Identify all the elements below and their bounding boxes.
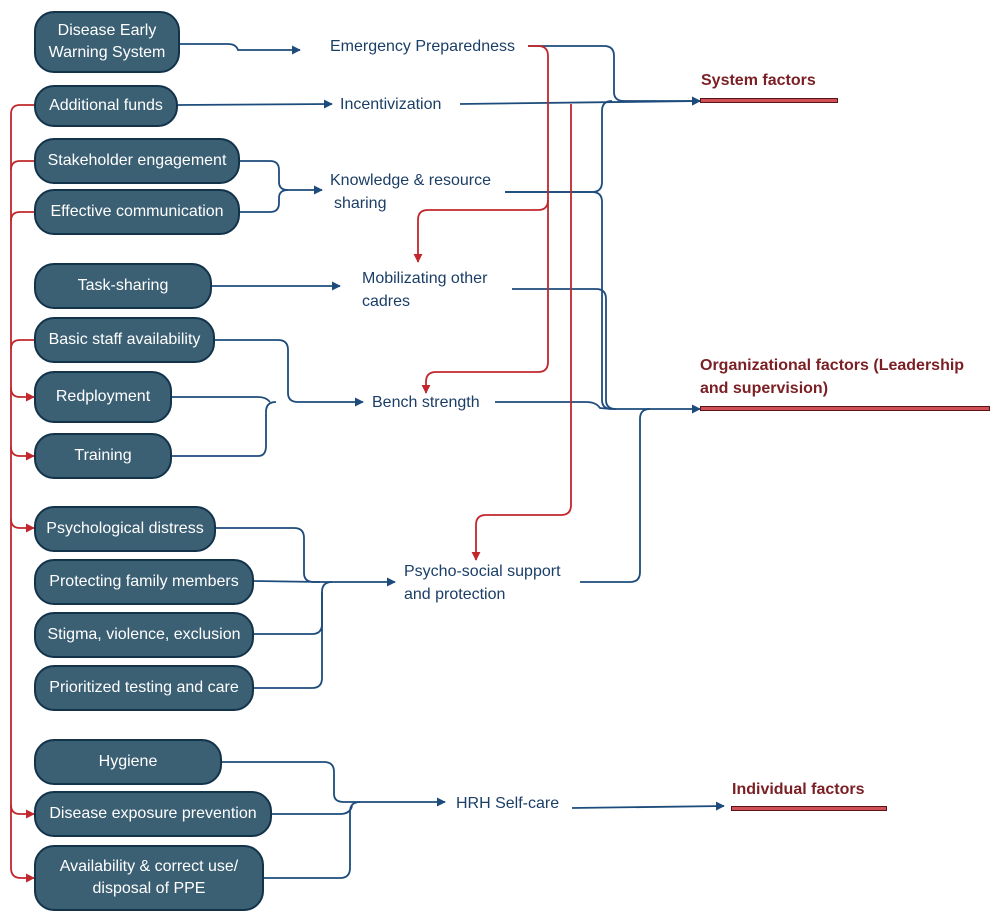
strategy-psychosocial-line1: Psycho-social support <box>404 563 561 580</box>
arrow-selfcare-to-individual <box>571 801 725 811</box>
arrow-incentivization-to-system <box>459 96 701 106</box>
input-disease-early-warning: Disease Early Warning System <box>34 11 180 73</box>
arrow-exposure-to-selfcare <box>272 805 353 815</box>
red-spine-left <box>10 104 35 883</box>
strategy-incentivization: Incentivization <box>340 96 442 113</box>
input-redeployment: Redployment <box>34 371 172 423</box>
strategy-knowledge-sharing-line1: Knowledge & resource <box>330 172 491 189</box>
arrow-training-to-bench <box>172 401 277 457</box>
arrow-knowledge-to-organizational <box>505 191 701 414</box>
arrow-early-warning-to-emergency <box>180 43 301 55</box>
red-branch-exposure <box>10 804 35 819</box>
arrow-staff-to-bench <box>215 339 364 407</box>
strategy-emergency-preparedness: Emergency Preparedness <box>330 38 515 55</box>
factor-system-bar <box>700 98 838 103</box>
factor-organizational-bar <box>700 406 990 411</box>
input-disease-exposure: Disease exposure prevention <box>34 791 272 837</box>
strategy-mobilizing-line1: Mobilizating other <box>362 270 488 287</box>
arrow-emergency-to-system <box>528 45 701 106</box>
red-branch-training <box>10 446 35 461</box>
input-task-sharing: Task-sharing <box>34 263 212 309</box>
arrow-ppe-to-selfcare <box>264 801 361 879</box>
arrow-knowledge-to-system <box>505 100 613 193</box>
input-basic-staff-availability: Basic staff availability <box>34 317 215 363</box>
factor-system: System factors <box>701 72 816 89</box>
factor-individual-bar <box>731 806 887 811</box>
arrow-funds-to-incentivization <box>177 99 333 109</box>
arrow-psychosocial-to-organizational <box>580 408 651 583</box>
red-emergency-to-bench <box>421 200 549 394</box>
input-hygiene: Hygiene <box>34 739 222 785</box>
input-ppe: Availability & correct use/ disposal of … <box>34 845 264 911</box>
red-branch-communication <box>10 211 34 222</box>
arrow-testing-to-psychosocial <box>254 592 323 689</box>
input-additional-funds: Additional funds <box>34 85 178 127</box>
input-stigma: Stigma, violence, exclusion <box>34 612 254 658</box>
arrow-redeployment-to-bench <box>172 396 271 403</box>
strategy-psychosocial-line2: and protection <box>404 586 506 603</box>
input-effective-communication: Effective communication <box>34 189 240 235</box>
arrow-bench-to-organizational <box>495 401 613 410</box>
strategy-hrh-selfcare: HRH Self-care <box>456 795 560 812</box>
input-stakeholder-engagement: Stakeholder engagement <box>34 138 240 184</box>
red-branch-redeployment <box>10 387 35 402</box>
strategy-knowledge-sharing-line2: sharing <box>334 195 387 212</box>
input-training: Training <box>34 433 172 479</box>
input-protecting-family: Protecting family members <box>34 559 254 605</box>
input-psychological-distress: Psychological distress <box>34 506 216 552</box>
red-emergency-to-mobilizing <box>413 45 549 263</box>
arrow-stakeholder-to-knowledge <box>240 160 323 195</box>
red-incentivization-to-psychosocial <box>471 104 572 561</box>
red-branch-staff <box>10 339 34 350</box>
factor-individual: Individual factors <box>732 781 865 798</box>
strategy-mobilizing-line2: cadres <box>362 293 411 310</box>
factor-organizational: Organizational factors (Leadership and s… <box>700 357 965 397</box>
arrow-stigma-to-psychosocial <box>254 581 333 635</box>
arrow-hygiene-to-selfcare <box>222 761 446 807</box>
arrow-family-to-psychosocial <box>253 580 321 583</box>
red-branch-stakeholder <box>10 160 34 171</box>
strategy-bench-strength: Bench strength <box>372 394 480 411</box>
arrow-communication-to-knowledge <box>240 189 289 213</box>
red-branch-distress <box>10 518 35 533</box>
input-prioritized-testing: Prioritized testing and care <box>34 665 254 711</box>
arrow-mobilizing-to-organizational <box>512 288 617 410</box>
